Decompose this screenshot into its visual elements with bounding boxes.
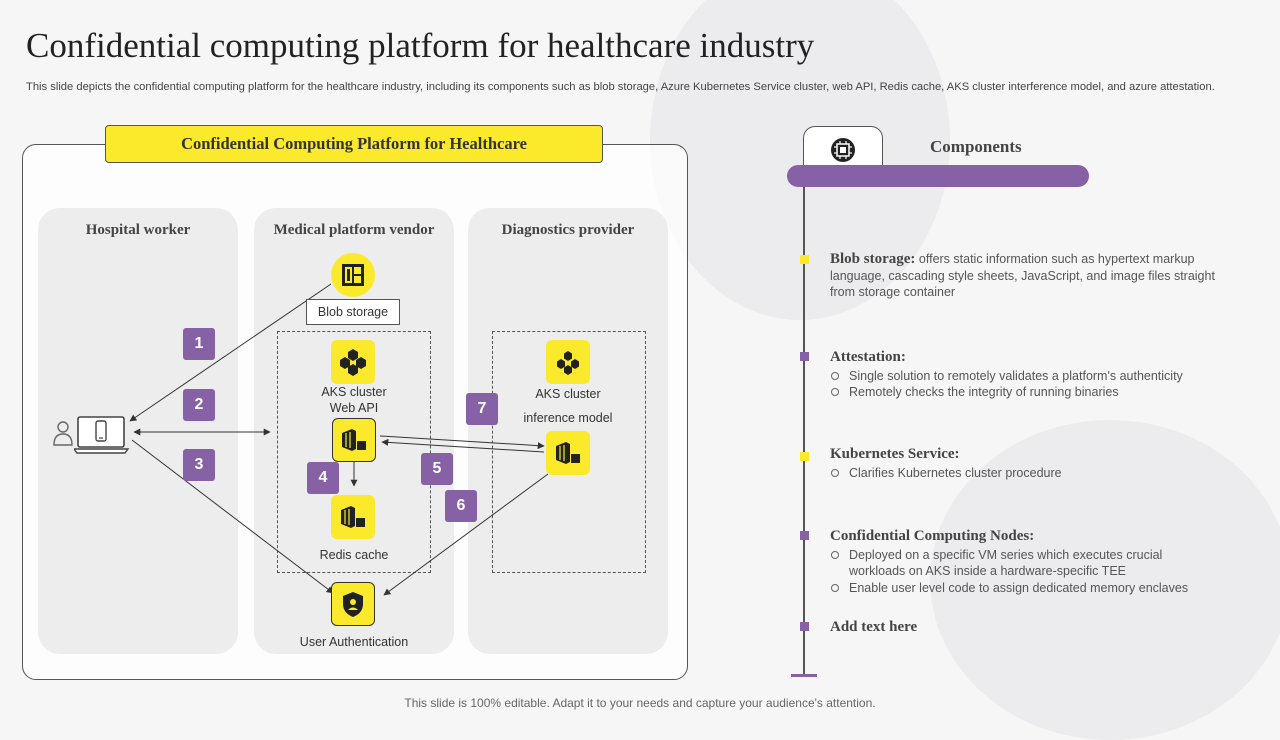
flow-arrows: [129, 283, 549, 596]
storage-icon: [342, 264, 364, 286]
component-bullet: Enable user level code to assign dedicat…: [830, 580, 1215, 597]
component-description: offers static information such as hypert…: [830, 252, 1215, 299]
aks-cluster-label: AKS cluster Web API: [300, 384, 408, 416]
background-shape: [650, 0, 950, 320]
container-icon: [556, 442, 580, 464]
component-bullet: Remotely checks the integrity of running…: [830, 384, 1230, 401]
aks-inference-label: AKS cluster inference model: [506, 386, 630, 426]
component-blob-storage: Blob storage: offers static information …: [830, 251, 1220, 301]
component-confidential-computing-nodes: Confidential Computing Nodes: Deployed o…: [830, 528, 1215, 596]
aks-cluster-label-line: AKS cluster: [535, 387, 601, 401]
components-header-bar: [787, 165, 1089, 187]
inference-boundary: [492, 331, 646, 573]
timeline-marker: [800, 531, 809, 540]
timeline-marker: [800, 622, 809, 631]
aks-cluster-label-line: AKS cluster: [321, 385, 387, 399]
step-badge: 5: [421, 453, 453, 485]
user-authentication-label: User Authentication: [299, 635, 409, 649]
blob-storage-label: Blob storage: [306, 299, 400, 325]
timeline-marker: [800, 352, 809, 361]
laptop-icon: [74, 416, 130, 454]
blob-storage-node: [331, 253, 375, 297]
user-authentication-node: [331, 582, 375, 626]
component-heading: Add text here: [830, 619, 918, 635]
aks-cluster-node: [331, 340, 375, 384]
step-badge: 7: [466, 393, 498, 425]
page-title: Confidential computing platform for heal…: [26, 26, 815, 65]
step-badge: 6: [445, 490, 477, 522]
web-api-label-line: Web API: [329, 401, 379, 415]
cluster-icon: [557, 351, 579, 375]
inference-model-label-line: inference model: [523, 411, 613, 425]
component-heading: Kubernetes Service:: [830, 446, 960, 462]
component-bullet: Deployed on a specific VM series which e…: [830, 547, 1215, 580]
container-icon: [342, 429, 366, 451]
component-heading: Blob storage:: [830, 251, 916, 267]
column-heading: Medical platform vendor: [273, 222, 435, 238]
component-bullet: Single solution to remotely validates a …: [830, 368, 1230, 385]
cluster-icon: [340, 349, 366, 376]
component-heading: Confidential Computing Nodes:: [830, 528, 1035, 544]
container-icon: [341, 506, 365, 528]
user-icon: [53, 421, 73, 446]
step-badge: 3: [183, 449, 215, 481]
footer-note: This slide is 100% editable. Adapt it to…: [404, 696, 876, 710]
aks-inference-cluster-node: [546, 340, 590, 384]
component-add-text: Add text here: [830, 619, 1230, 636]
component-attestation: Attestation: Single solution to remotely…: [830, 349, 1230, 401]
timeline-base: [791, 674, 817, 677]
component-kubernetes-service: Kubernetes Service: Clarifies Kubernetes…: [830, 446, 1230, 481]
aks-cluster-boundary: [277, 331, 431, 573]
column-heading: Diagnostics provider: [501, 222, 635, 238]
component-heading: Attestation:: [830, 349, 906, 365]
redis-cache-label: Redis cache: [319, 548, 389, 562]
inference-model-node: [546, 431, 590, 475]
step-badge: 1: [183, 328, 215, 360]
step-badge: 4: [307, 462, 339, 494]
timeline-marker: [800, 452, 809, 461]
chip-icon: [831, 138, 855, 162]
web-api-node: [332, 418, 376, 462]
component-bullet: Clarifies Kubernetes cluster procedure: [830, 465, 1230, 482]
step-badge: 2: [183, 389, 215, 421]
components-title: Components: [930, 137, 1022, 156]
timeline-marker: [800, 255, 809, 264]
timeline-line: [803, 187, 805, 675]
diagram-banner: Confidential Computing Platform for Heal…: [105, 125, 603, 163]
redis-cache-node: [331, 495, 375, 539]
column-heading: Hospital worker: [85, 222, 191, 238]
page-subtitle: This slide depicts the confidential comp…: [26, 81, 1215, 93]
shield-icon: [343, 592, 363, 617]
background-shape: [930, 420, 1280, 740]
